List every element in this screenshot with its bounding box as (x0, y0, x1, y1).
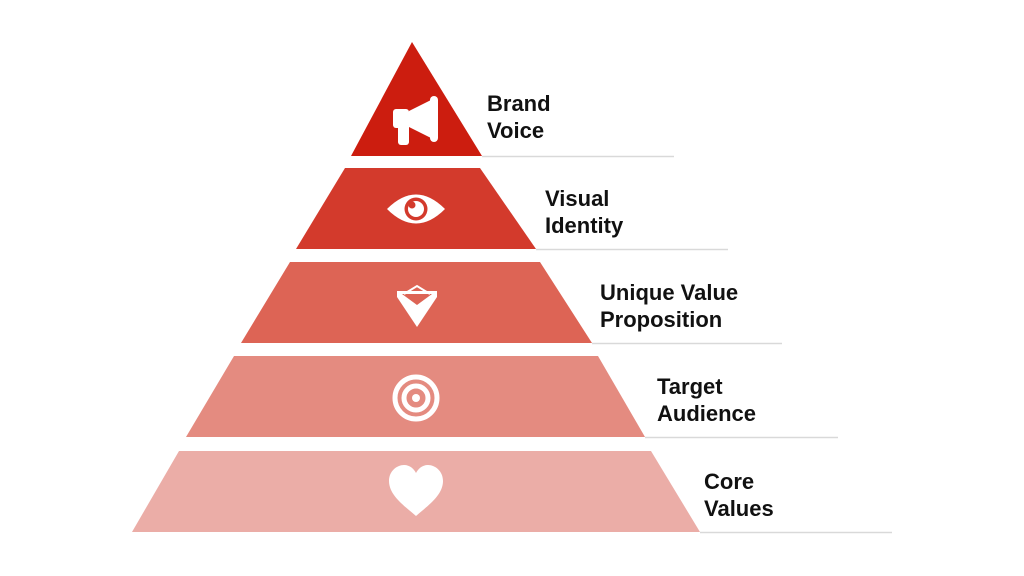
heart-icon (389, 465, 443, 516)
tier-label-line: Identity (545, 213, 624, 238)
tier-label-line: Unique Value (600, 280, 739, 305)
target-icon (392, 374, 440, 422)
tier-label-line: Target (657, 374, 723, 399)
tier-label-line: Proposition (600, 307, 723, 332)
tier-label-visual-identity: Visual Identity (545, 185, 623, 239)
tier-target-audience (186, 356, 838, 439)
tier-label-line: Voice (487, 118, 545, 143)
tier-core-values (132, 451, 892, 534)
tier-label-line: Core (704, 469, 755, 494)
tier-label-target-audience: Target Audience (657, 373, 756, 427)
tier-unique-value-proposition (241, 262, 782, 345)
diamond-icon (397, 284, 437, 327)
megaphone-icon (393, 96, 438, 145)
tier-brand-voice (351, 42, 674, 158)
tier-visual-identity (296, 168, 728, 251)
tier-label-brand-voice: Brand Voice (487, 90, 551, 144)
tier-label-line: Visual (545, 186, 610, 211)
tier-label-line: Brand (487, 91, 551, 116)
tier-label-core-values: Core Values (704, 468, 774, 522)
tier-label-unique-value-proposition: Unique Value Proposition (600, 279, 738, 333)
tier-label-line: Values (704, 496, 774, 521)
tier-label-line: Audience (657, 401, 757, 426)
eye-icon (387, 194, 445, 224)
tier-1-shape (351, 42, 482, 156)
